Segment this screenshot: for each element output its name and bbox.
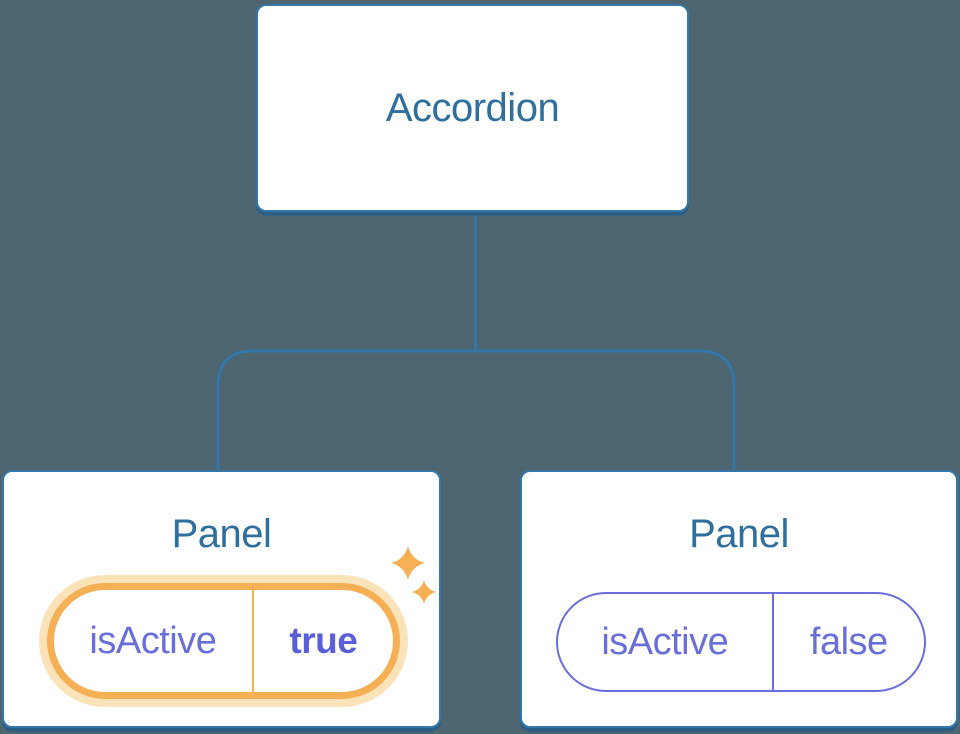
accordion-node: Accordion	[256, 4, 689, 212]
panel-node-active: Panel isActive true	[2, 470, 441, 728]
accordion-node-label: Accordion	[385, 86, 560, 130]
state-prop-value: false	[809, 620, 888, 663]
state-pill-active: isActive true	[47, 583, 400, 699]
sparkle-icon	[391, 546, 436, 604]
panel-node-inactive: Panel isActive false	[520, 470, 958, 728]
panel-node-label: Panel	[171, 512, 272, 556]
state-prop-value: true	[289, 620, 358, 661]
sparkle-small	[412, 580, 436, 604]
connector-branch	[216, 349, 736, 472]
state-pill-inactive: isActive false	[556, 592, 926, 692]
state-prop-name: isActive	[601, 620, 729, 663]
panel-node-label: Panel	[689, 512, 789, 556]
pill-divider	[771, 594, 774, 690]
state-prop-name: isActive	[89, 619, 217, 662]
pill-divider	[251, 590, 254, 692]
sparkle-large	[391, 546, 425, 580]
